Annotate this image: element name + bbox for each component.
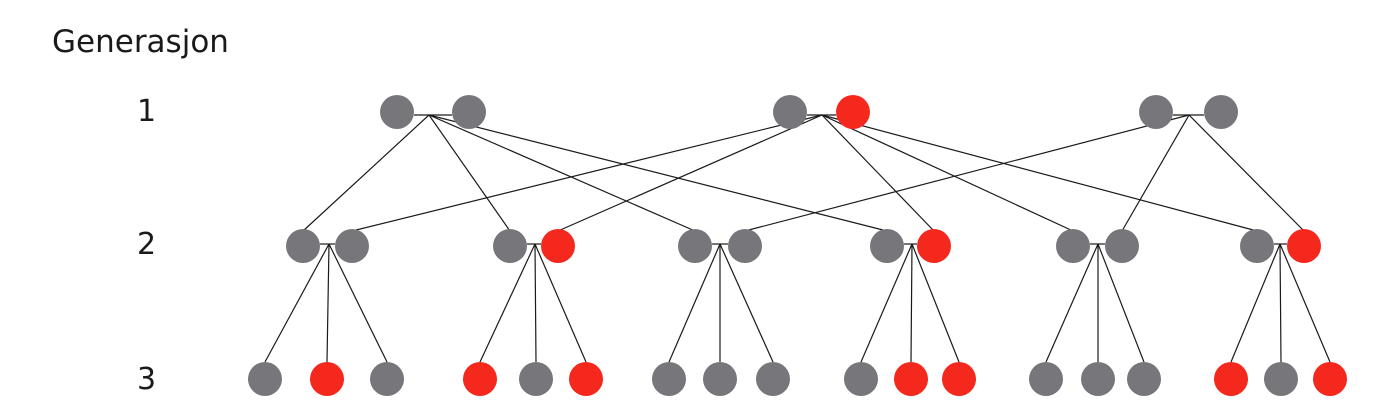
descent-line-A-to-gen2-1	[302, 114, 430, 232]
person-gen3-family6-child2	[1264, 362, 1298, 396]
child-line-gen2-3-child-1	[668, 243, 721, 363]
descent-line-B-to-gen2-4	[821, 114, 935, 232]
person-gen2-1-left	[286, 229, 320, 263]
child-line-gen2-6-child-3	[1279, 243, 1331, 363]
pedigree-links	[264, 114, 1331, 363]
descent-line-A-to-gen2-4	[428, 114, 888, 232]
person-gen3-family4-child1	[844, 362, 878, 396]
person-gen2-3-right	[728, 229, 762, 263]
child-line-gen2-4-child-2	[910, 243, 913, 363]
descent-line-A-to-gen2-2	[428, 114, 511, 232]
person-gen3-family3-child3	[756, 362, 790, 396]
generation-label-1: 1	[137, 94, 156, 129]
person-gen2-3-left	[678, 229, 712, 263]
generation-label-3: 3	[137, 362, 156, 397]
descent-line-C-to-gen2-5	[1121, 114, 1190, 232]
person-gen2-2-left	[493, 229, 527, 263]
child-line-gen2-6-child-2	[1279, 243, 1282, 363]
descent-line-B-to-gen2-1	[351, 114, 823, 232]
person-gen3-family1-child1	[248, 362, 282, 396]
pedigree-individuals	[248, 95, 1347, 396]
person-gen3-family2-child3	[569, 362, 603, 396]
descent-line-B-to-gen2-6	[821, 114, 1258, 232]
person-gen3-family5-child3	[1127, 362, 1161, 396]
person-gen2-2-right	[541, 229, 575, 263]
descent-line-C-to-gen2-3	[744, 114, 1190, 232]
person-gen3-family6-child1	[1214, 362, 1248, 396]
child-line-gen2-3-child-3	[719, 243, 774, 363]
person-gen3-family5-child1	[1029, 362, 1063, 396]
descent-line-B-to-gen2-5	[821, 114, 1074, 232]
heading-generasjon: Generasjon	[52, 24, 229, 60]
child-line-gen2-6-child-1	[1230, 243, 1281, 363]
person-gen3-family1-child2	[310, 362, 344, 396]
person-gen3-family2-child1	[463, 362, 497, 396]
person-gen2-4-right	[917, 229, 951, 263]
person-gen1-A-left	[380, 95, 414, 129]
person-gen2-5-left	[1056, 229, 1090, 263]
person-gen3-family3-child1	[652, 362, 686, 396]
person-gen3-family1-child3	[370, 362, 404, 396]
person-gen2-1-right	[335, 229, 369, 263]
person-gen2-4-left	[870, 229, 904, 263]
child-line-gen2-1-child-2	[326, 243, 330, 363]
person-gen1-C-right	[1204, 95, 1238, 129]
descent-line-B-to-gen2-2	[557, 114, 823, 232]
person-gen1-B-right	[836, 95, 870, 129]
child-line-gen2-1-child-1	[264, 243, 330, 363]
person-gen1-A-right	[452, 95, 486, 129]
person-gen2-6-left	[1240, 229, 1274, 263]
descent-line-C-to-gen2-6	[1188, 114, 1305, 232]
child-line-gen2-5-child-1	[1045, 243, 1099, 363]
person-gen1-C-left	[1139, 95, 1173, 129]
person-gen2-6-right	[1287, 229, 1321, 263]
child-line-gen2-2-child-3	[534, 243, 587, 363]
child-line-gen2-2-child-2	[534, 243, 537, 363]
child-line-gen2-2-child-1	[479, 243, 536, 363]
person-gen3-family2-child2	[519, 362, 553, 396]
child-line-gen2-4-child-3	[911, 243, 960, 363]
descent-line-A-to-gen2-3	[428, 114, 696, 232]
child-line-gen2-4-child-1	[860, 243, 913, 363]
person-gen3-family6-child3	[1313, 362, 1347, 396]
generation-label-2: 2	[137, 227, 156, 262]
person-gen3-family4-child3	[942, 362, 976, 396]
person-gen3-family4-child2	[894, 362, 928, 396]
child-line-gen2-5-child-3	[1097, 243, 1145, 363]
child-line-gen2-1-child-3	[328, 243, 388, 363]
person-gen3-family5-child2	[1081, 362, 1115, 396]
person-gen1-B-left	[773, 95, 807, 129]
person-gen2-5-right	[1105, 229, 1139, 263]
person-gen3-family3-child2	[703, 362, 737, 396]
